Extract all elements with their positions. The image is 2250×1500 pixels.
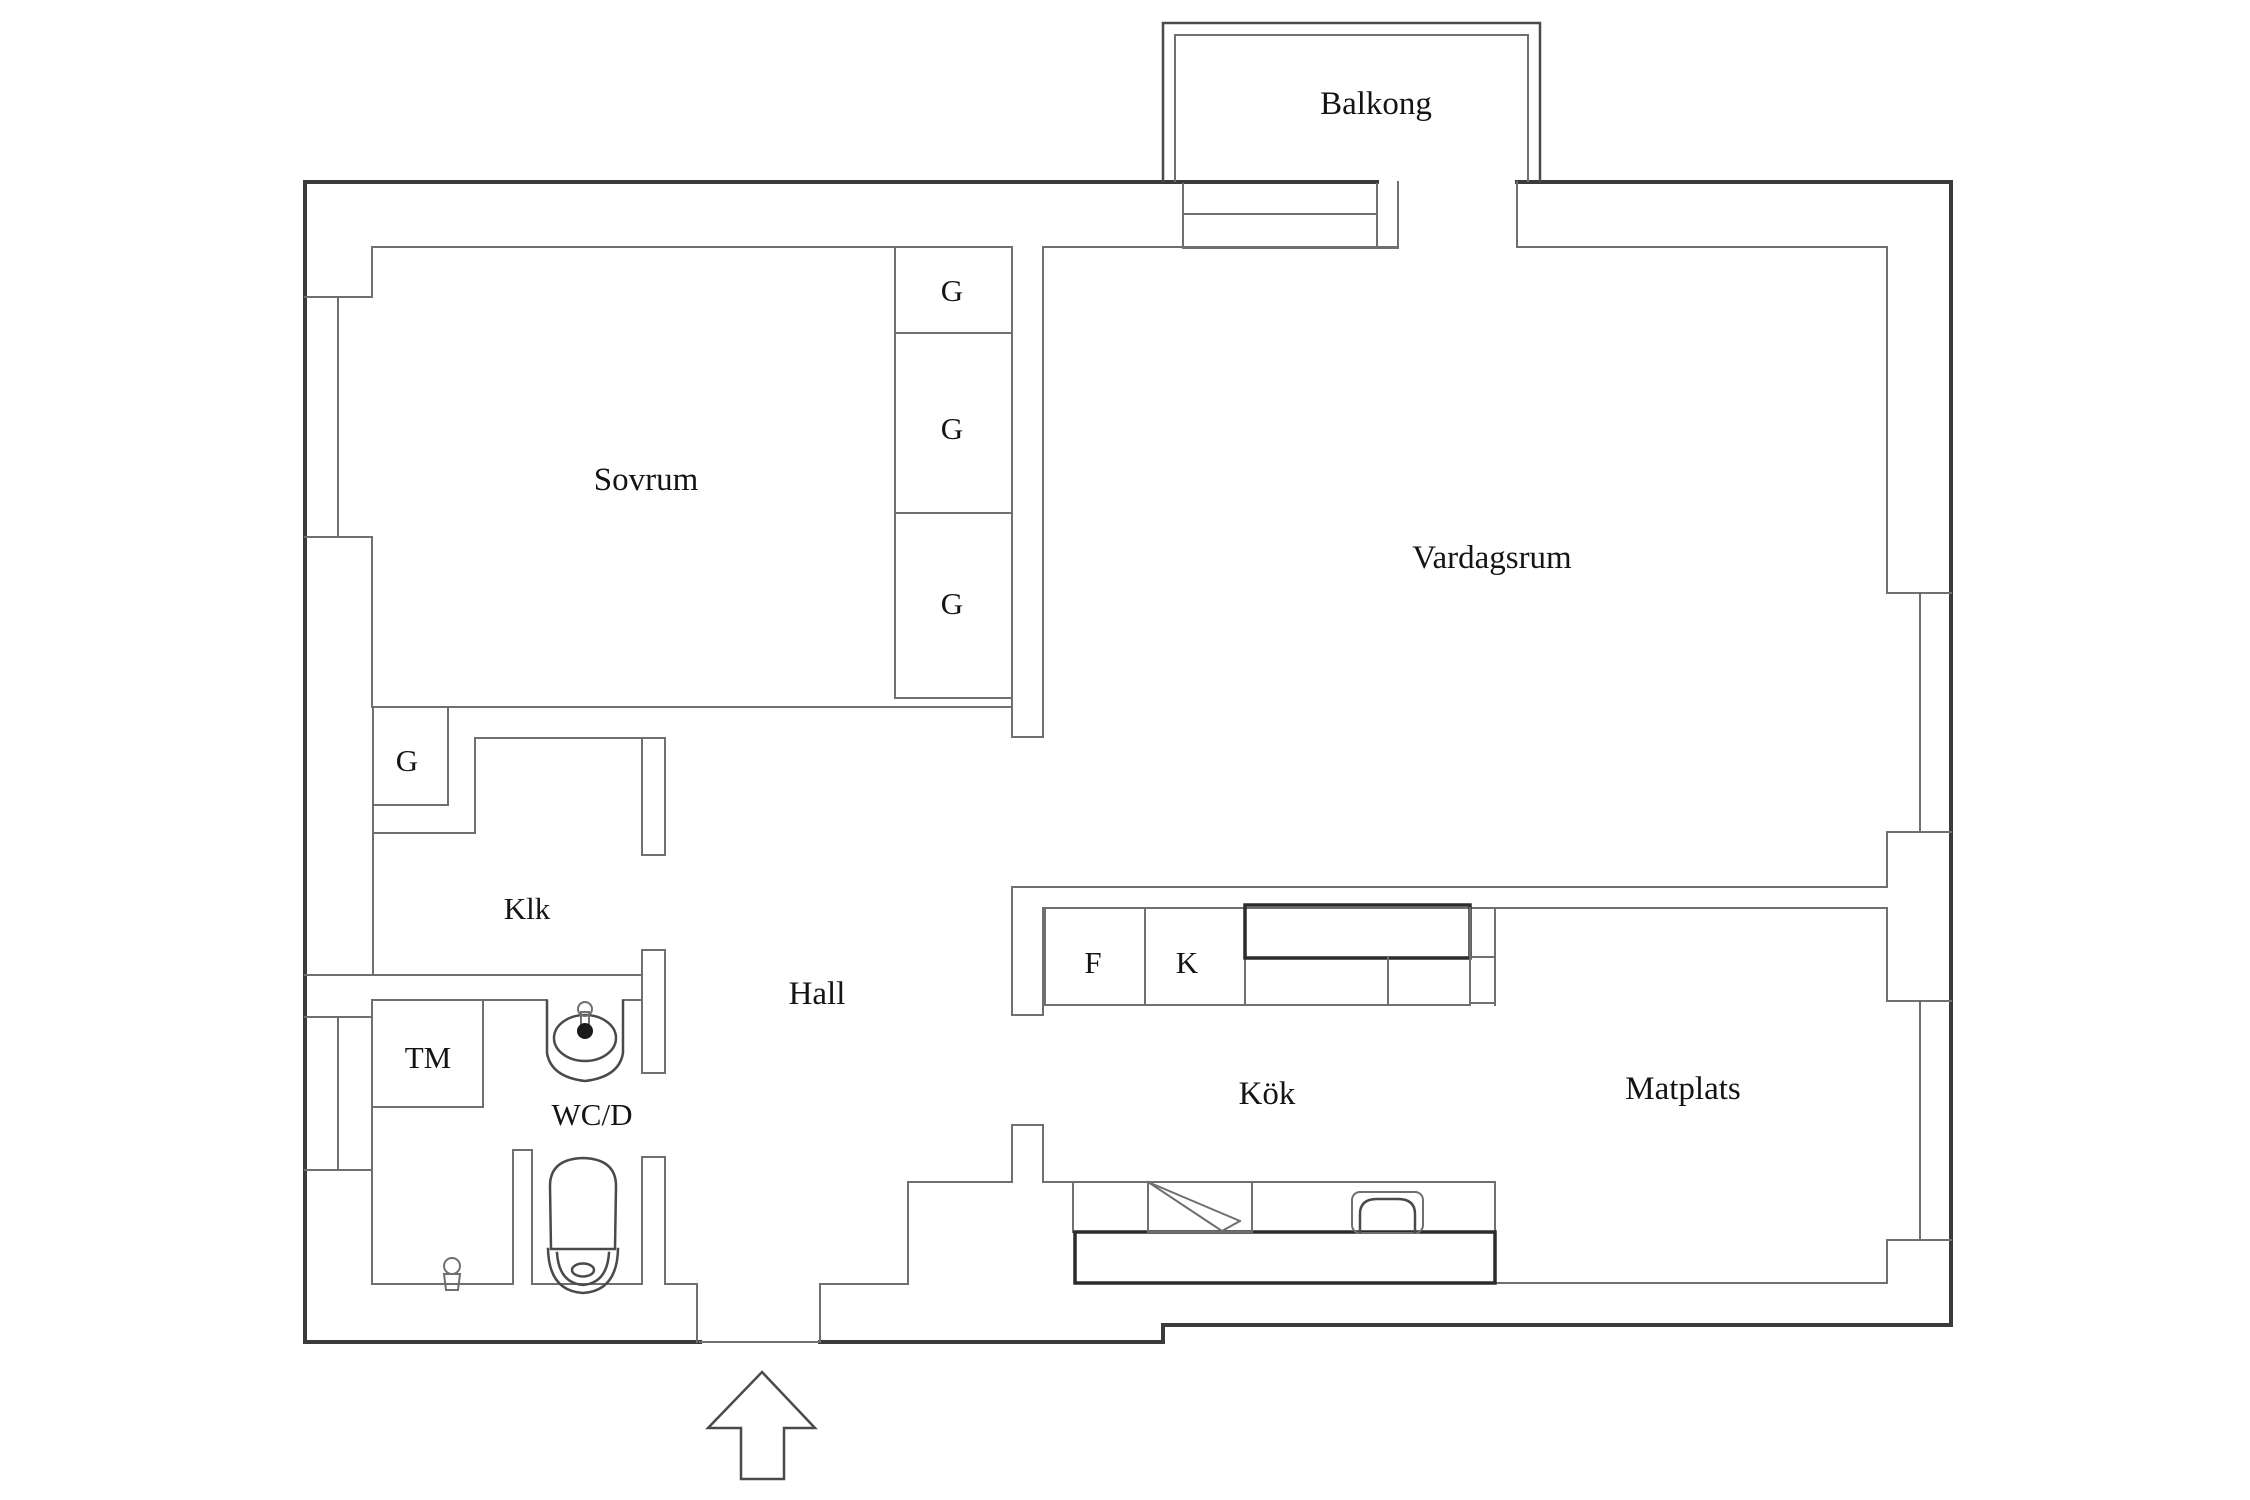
bedroom-livingroom-wall [1011,246,1044,738]
lower-counter [1073,1230,1497,1285]
label-wardrobe-1: G [941,273,963,308]
label-fridge: F [1084,945,1101,980]
label-wardrobe-3: G [941,586,963,621]
appliance-hatch-swing [1146,1180,1242,1233]
bottom-wall-right [818,1323,1953,1344]
kitchen-sink-inner [1358,1197,1417,1234]
kitchen-cabinets [1044,903,1497,1285]
faucet-handle [577,1001,593,1017]
toilet-tank [548,1156,618,1251]
bottom-wall-left [303,180,702,1344]
bedroom-walls [371,246,1013,708]
bedroom-window [304,296,373,538]
bathroom-window [304,1016,373,1171]
dining-walls [1494,907,1888,1284]
appliance-hatch-box [1147,1181,1253,1233]
wardrobe-column [894,246,1013,699]
windows [304,296,1952,1241]
kitchen-left-wall [1011,886,1044,1183]
kitchen-sink-outer [1351,1191,1424,1234]
balcony-window [1182,183,1378,249]
balcony-inner-rail [1174,34,1529,182]
label-sovrum: Sovrum [594,462,699,498]
label-wardrobe-2: G [941,411,963,446]
tm-box [371,999,484,1108]
outer-walls [303,180,1953,1344]
interior-walls [304,246,1888,1343]
klk-bathroom-divider [304,974,643,1001]
toilet-flush [570,1262,596,1278]
label-balkong: Balkong [1320,86,1432,122]
entrance [705,1370,818,1481]
livingroom-window [1886,592,1952,833]
label-wardrobe-4: G [396,743,418,778]
balcony-outer-rail [1161,21,1542,183]
label-klk: Klk [504,891,551,926]
label-matplats: Matplats [1625,1071,1740,1107]
floor-drain-knob [443,1257,461,1275]
upper-counter [1243,903,1472,960]
label-tm: TM [405,1040,452,1075]
bathroom-fixtures [442,999,625,1295]
floor-drain-base [442,1273,462,1291]
fridge-freezer-boxes [1044,907,1246,1006]
faucet-spout [577,1023,593,1039]
label-kok: Kök [1239,1076,1296,1112]
entrance-walls [819,1181,909,1343]
label-wcd: WC/D [552,1097,633,1132]
entrance-arrow [705,1370,818,1481]
balcony-door-jamb [1376,181,1518,249]
label-freezer: K [1176,945,1199,980]
balcony-structure [1161,21,1542,249]
toilet-bowl [546,1247,620,1295]
dining-window [1886,1000,1952,1241]
kitchen-back-line [907,1181,1496,1233]
room-labels: Balkong Sovrum Vardagsrum Klk Hall TM WC… [396,86,1741,1132]
label-vardagsrum: Vardagsrum [1412,540,1572,576]
upper-counter-underrow [1244,907,1496,1006]
wcd-walls [371,949,698,1343]
livingroom-walls [1011,246,1888,909]
label-hall: Hall [789,976,846,1012]
bathroom-sink-bowl [545,999,625,1083]
klk-walls [372,706,666,976]
